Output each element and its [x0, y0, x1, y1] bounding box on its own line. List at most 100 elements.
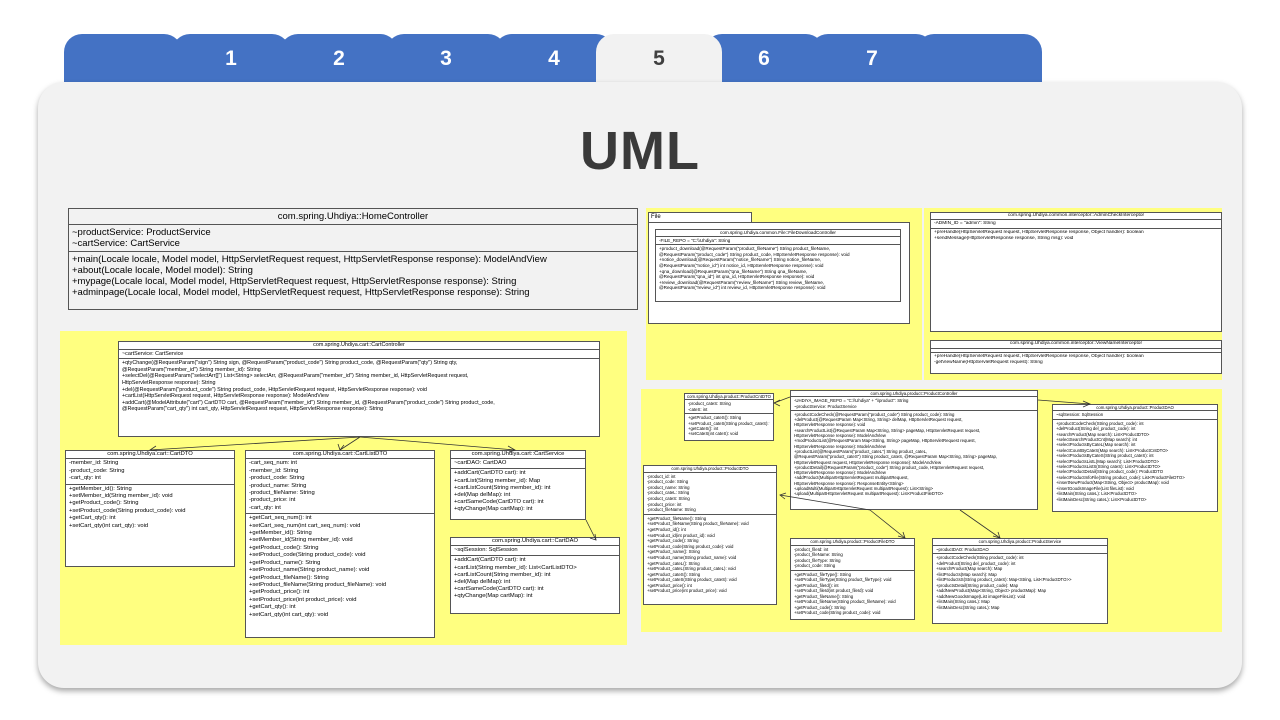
operations: +qtyChange(@RequestParam("sign") String … — [119, 359, 599, 414]
class-name: com.spring.Uhdiya.product::ProductDTO — [644, 466, 776, 473]
member-line: ~cartService: CartService — [122, 350, 184, 357]
cart-dto-class: com.spring.Uhdiya.cart::CartDTO -member_… — [65, 450, 235, 567]
member-line: ~sqlSession: SqlSession — [1056, 412, 1104, 418]
member-line: +addNewGoodsImage(List imageFileList): v… — [936, 593, 1026, 599]
attributes: -product_fileId: int-product_fileName: S… — [791, 546, 914, 571]
member-line: +getProduct_fileId(): int — [794, 582, 839, 588]
member-line: +qna_download(@RequestParam("qna_fileNam… — [659, 268, 808, 274]
member-line: +insertNewProduct(Map<String, Object> pr… — [1056, 480, 1169, 486]
member-line: +getProduct_code(): String — [249, 544, 319, 551]
class-name: com.spring.Uhdiya.common.interceptor::Vi… — [931, 341, 1221, 349]
member-line: +getProduct_price(): int — [249, 589, 310, 596]
member-line: HttpServletResponse response): void — [794, 422, 866, 428]
member-line: +setProduct_code(String product_code): v… — [794, 610, 881, 615]
member-line: -product_cateS: String — [688, 401, 731, 407]
member-line: +adminpage(Locale local, Model model, Ht… — [72, 287, 530, 298]
member-line: +qtyChange(Map cartMap): int — [454, 506, 533, 513]
arrow-cartcontroller-cartdto — [149, 436, 361, 451]
product-dao-class: com.spring.Uhdiya.product::ProductDAO ~s… — [1052, 404, 1218, 512]
member-line: +getProduct_cateS(): String — [688, 415, 742, 421]
admin-check-interceptor-class: com.spring.Uhdiya.common.interceptor::Ad… — [930, 212, 1222, 332]
member-line: +getMember_id(): String — [69, 485, 132, 492]
class-name: com.spring.Uhdiya.product::ProductFileDT… — [791, 539, 914, 546]
tab-label: 1 — [225, 47, 237, 70]
member-line: +getProduct_cateS(): String — [647, 571, 701, 577]
member-line: @RequestParam("product_code") String pro… — [659, 251, 850, 257]
member-line: +getProduct_price(): int — [647, 582, 692, 588]
page-title: UML — [580, 121, 700, 181]
member-line: HttpServletRequest request, HttpServletR… — [794, 459, 942, 465]
arrow-cartservice-cartdao — [585, 519, 597, 541]
member-line: -product_name: String — [249, 482, 307, 489]
arrow-cartcontroller-cartservice — [359, 436, 516, 451]
member-line: ~cartService: CartService — [72, 238, 180, 249]
member-line: ~productService: ProductService — [72, 227, 211, 238]
tab-label: 4 — [548, 47, 560, 70]
member-line: @RequestParam("qna_id") int qna_id, Http… — [659, 274, 815, 280]
member-line: -FILE_REPO = "C:\\Uhdiya": String — [659, 237, 731, 243]
member-line: -product_price: int — [647, 501, 682, 507]
member-line: +selectSearchProductCnt(Map search): int — [1056, 437, 1138, 443]
class-name: com.spring.Uhdiya.cart::CartService — [451, 451, 585, 460]
tab-label: 2 — [333, 47, 345, 70]
member-line: +searchProduct(Map search): Map — [936, 566, 1003, 571]
member-line: -product_code: String — [794, 563, 836, 568]
member-line: +setProduct_id(int product_id): void — [647, 532, 715, 538]
member-line: +review_download(@RequestParam("review_f… — [659, 279, 825, 285]
class-name: com.spring.Uhdiya.cart::CartDTO — [66, 451, 234, 460]
cart-dao-class: com.spring.Uhdiya.cart::CartDAO ~sqlSess… — [450, 537, 620, 614]
member-line: +addCart(@ModelAttribute("cart") CartDTO… — [122, 399, 495, 406]
member-line: +listProductsS(String product_cateS): Ma… — [936, 577, 1072, 582]
cart-service-class: com.spring.Uhdiya.cart::CartService ~car… — [450, 450, 586, 520]
member-line: -product_code: String — [249, 475, 305, 482]
member-line: +setProduct_price(int product_price): vo… — [647, 588, 727, 594]
member-line: +mypage(Locale local, Model model, HttpS… — [72, 276, 517, 287]
class-name: com.spring.Uhdiya::HomeController — [69, 209, 637, 225]
member-line: @RequestParam("review_id") int review_id… — [659, 285, 826, 291]
member-line: ~productDAO: ProductDAO — [936, 546, 989, 552]
member-line: +addProduct(MultipartHttpServletRequest … — [794, 475, 909, 481]
product-cnt-dto-class: com.spring.Uhdiya.product::ProductCntDTO… — [684, 393, 774, 441]
member-line: -cart_qty: int — [69, 475, 101, 482]
class-name: com.spring.Uhdiya.common.interceptor::Ad… — [931, 213, 1221, 220]
class-name: com.spring.Uhdiya.product::ProductDAO — [1053, 405, 1217, 412]
member-line: -UHDIYA_IMAGE_REPO = "C:\\Uhdiya" + "\\p… — [794, 398, 909, 404]
member-line: +selectProductsListL(Map search): List<P… — [1056, 458, 1159, 464]
arrow-productcontroller-productfiledto — [869, 509, 906, 539]
member-line: +productCodeCheck(String product_code): … — [936, 555, 1024, 560]
member-line: +notice_download(@RequestParam("notice_f… — [659, 257, 822, 263]
product-file-dto-class: com.spring.Uhdiya.product::ProductFileDT… — [790, 538, 915, 620]
member-line: HttpServletResponse response): ModelAndV… — [794, 470, 886, 476]
member-line: HttpServletResponse response): String — [122, 379, 216, 386]
product-dto-class: com.spring.Uhdiya.product::ProductDTO -p… — [643, 465, 777, 605]
member-line: +del(@RequestParam("product_code") Strin… — [122, 386, 427, 393]
member-line: +getProduct_code(): String — [647, 538, 699, 544]
member-line: +listProducts(Map search): Map — [936, 571, 997, 577]
member-line: ~productService: ProductService — [794, 403, 857, 409]
attributes: ~cartDAO: CartDAO — [451, 459, 585, 470]
operations: +getProduct_cateS(): String+setProduct_c… — [685, 414, 773, 438]
member-line: +getProduct_fileName(): String — [647, 515, 707, 521]
member-line: @RequestParam("notice_id") int notice_id… — [659, 262, 824, 268]
member-line: +productCodeCheck(String product_code): … — [1056, 420, 1144, 426]
attributes: -UHDIYA_IMAGE_REPO = "C:\\Uhdiya" + "\\p… — [791, 397, 1037, 411]
member-line: +qtyChange(@RequestParam("sign") String … — [122, 360, 458, 367]
attributes: -product_cateS: String-cateS: int — [685, 400, 773, 415]
attributes: ~productDAO: ProductDAO — [933, 546, 1107, 554]
member-line: -member_id: String — [69, 460, 119, 467]
attributes: ~sqlSession: SqlSession — [451, 546, 619, 557]
member-line: +getProduct_name(): String — [647, 549, 700, 555]
operations: +productCodeCheck(String product_code): … — [933, 554, 1107, 611]
member-line: -cateS: int — [688, 406, 708, 412]
member-line: +getCart_qty(): int — [249, 604, 296, 611]
member-line: +productsDetail(String product_code): Ma… — [936, 582, 1019, 588]
member-line: +setCart_qty(int cart_qty): void — [249, 611, 329, 618]
arrow-productcontroller-productdto — [779, 494, 871, 511]
attributes: -FILE_REPO = "C:\\Uhdiya": String — [656, 237, 900, 246]
member-line: +getProduct_fileType(): String — [794, 571, 851, 577]
member-line: +setProduct_fileId(int product_fileId): … — [794, 588, 874, 593]
home-controller-class: com.spring.Uhdiya::HomeController ~produ… — [68, 208, 638, 310]
member-line: +setProduct_fileName(String product_file… — [249, 581, 387, 588]
member-line: +delProduct(String del_product_code): in… — [936, 560, 1016, 566]
